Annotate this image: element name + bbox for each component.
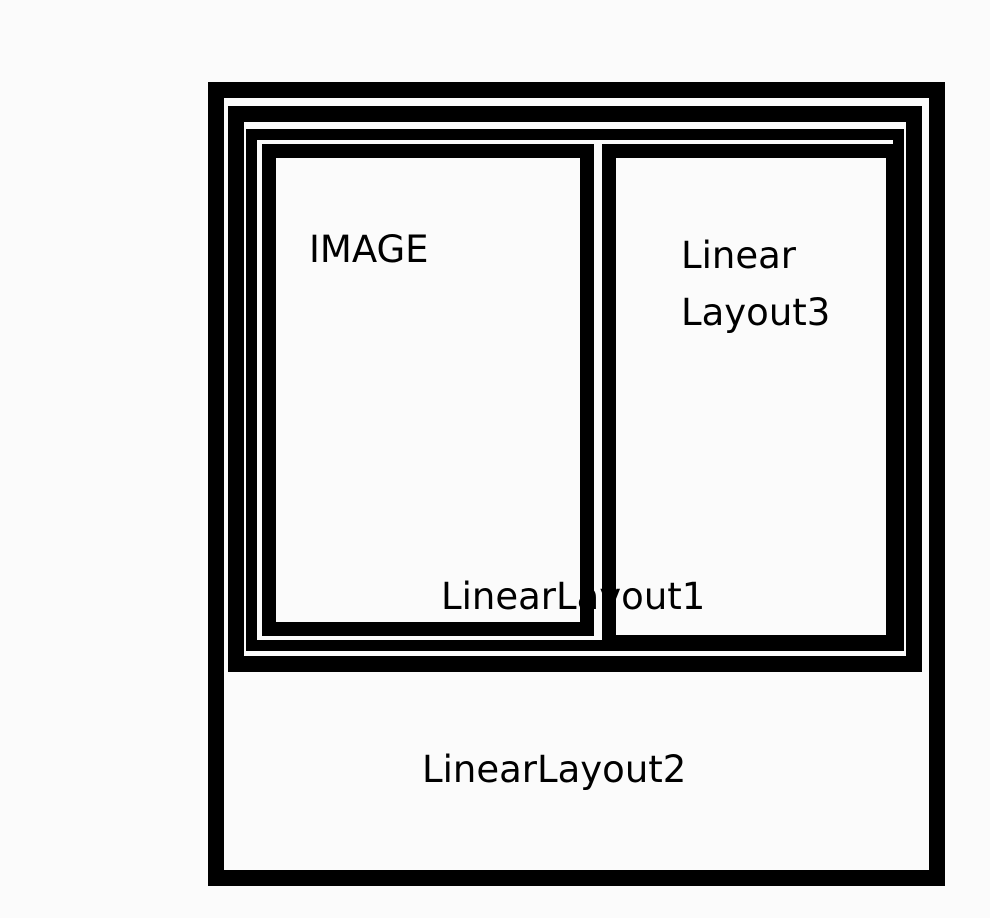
linearlayout3-label: Linear Layout3: [681, 227, 861, 341]
linearlayout1-label: LinearLayout1: [441, 575, 706, 618]
linearlayout3-label-line1: Linear: [681, 234, 796, 277]
image-frame: [262, 144, 594, 636]
image-label: IMAGE: [309, 228, 429, 271]
linearlayout3-label-line2: Layout3: [681, 291, 831, 334]
linearlayout2-label: LinearLayout2: [422, 748, 687, 791]
linearlayout3-frame: [602, 144, 900, 649]
